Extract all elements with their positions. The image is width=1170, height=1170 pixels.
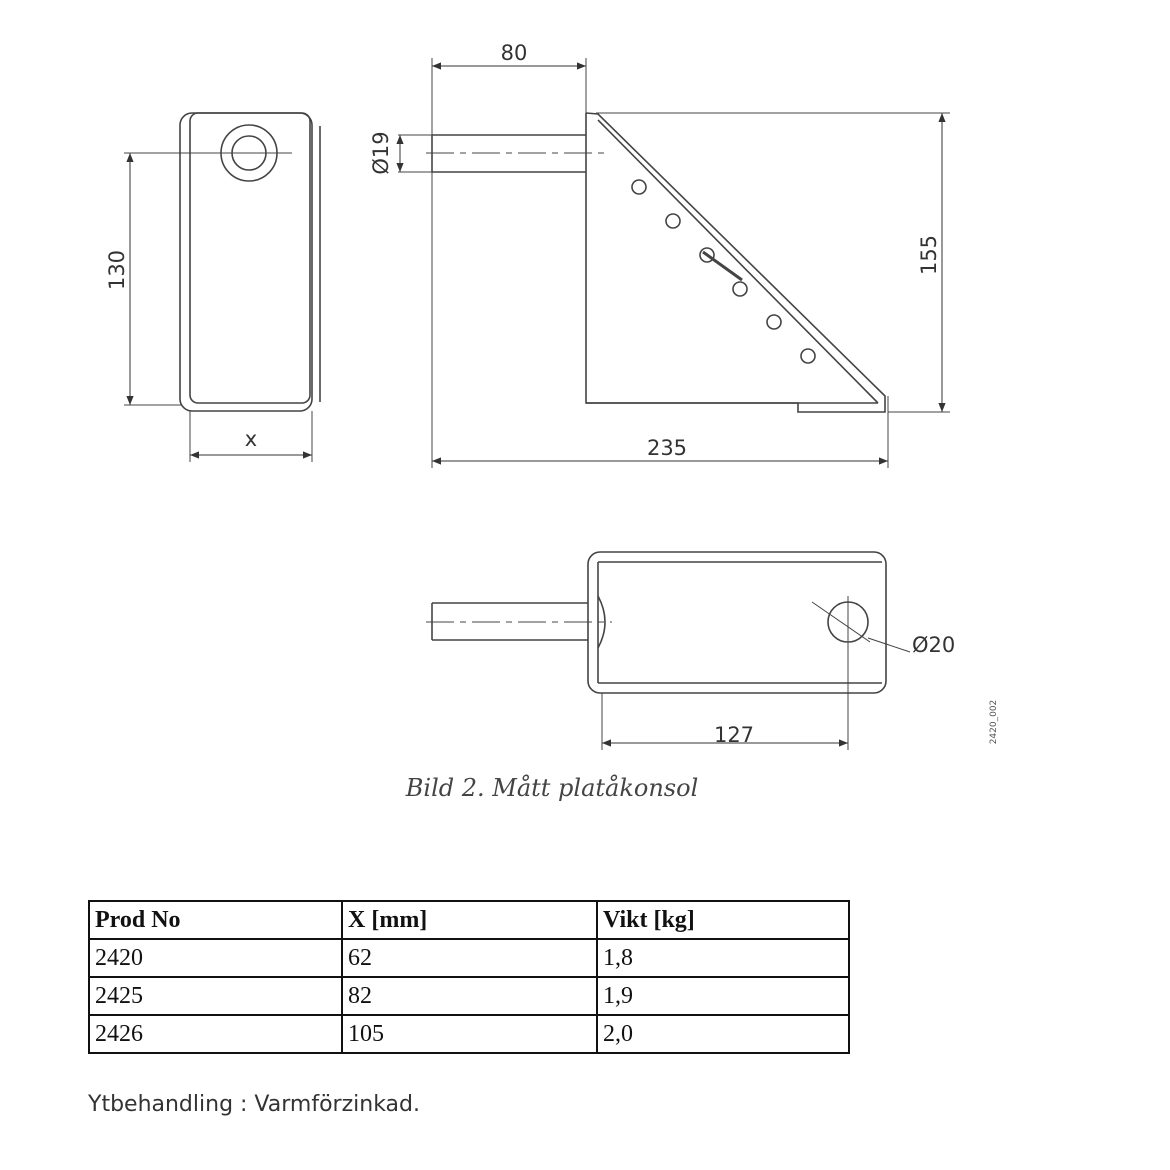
header-x-mm: X [mm] <box>341 900 598 940</box>
cell-vikt: 2,0 <box>596 1014 850 1054</box>
side-view <box>124 112 321 462</box>
header-prod-no: Prod No <box>88 900 343 940</box>
dim-x-label: x <box>245 427 257 451</box>
dim-155-label: 155 <box>917 235 941 275</box>
table-header-row: Prod No X [mm] Vikt [kg] <box>88 900 850 940</box>
cell-prod-no: 2420 <box>88 938 343 978</box>
product-table: Prod No X [mm] Vikt [kg] 2420 62 1,8 242… <box>88 900 850 1054</box>
dim-diameter-20-label: Ø20 <box>912 633 955 657</box>
cell-prod-no: 2426 <box>88 1014 343 1054</box>
dim-130-label: 130 <box>105 250 129 290</box>
dim-127-label: 127 <box>714 723 754 747</box>
table-row: 2420 62 1,8 <box>88 938 850 978</box>
cell-x-mm: 82 <box>341 976 598 1016</box>
cell-x-mm: 105 <box>341 1014 598 1054</box>
dim-diameter-19-label: Ø19 <box>369 131 393 174</box>
cell-vikt: 1,9 <box>596 976 850 1016</box>
cell-vikt: 1,8 <box>596 938 850 978</box>
technical-drawing: 130 x 80 Ø19 155 235 <box>105 41 999 750</box>
front-view <box>398 58 950 468</box>
table-row: 2425 82 1,9 <box>88 976 850 1016</box>
table-row: 2426 105 2,0 <box>88 1014 850 1054</box>
header-vikt-kg: Vikt [kg] <box>596 900 850 940</box>
drawing-reference: 2420_002 <box>989 700 999 745</box>
dim-80-label: 80 <box>501 41 528 65</box>
surface-treatment-note: Ytbehandling : Varmförzinkad. <box>88 1092 420 1117</box>
figure-caption: Bild 2. Mått platåkonsol <box>405 774 699 802</box>
cell-prod-no: 2425 <box>88 976 343 1016</box>
cell-x-mm: 62 <box>341 938 598 978</box>
dim-235-label: 235 <box>647 436 687 460</box>
top-view <box>426 551 911 750</box>
